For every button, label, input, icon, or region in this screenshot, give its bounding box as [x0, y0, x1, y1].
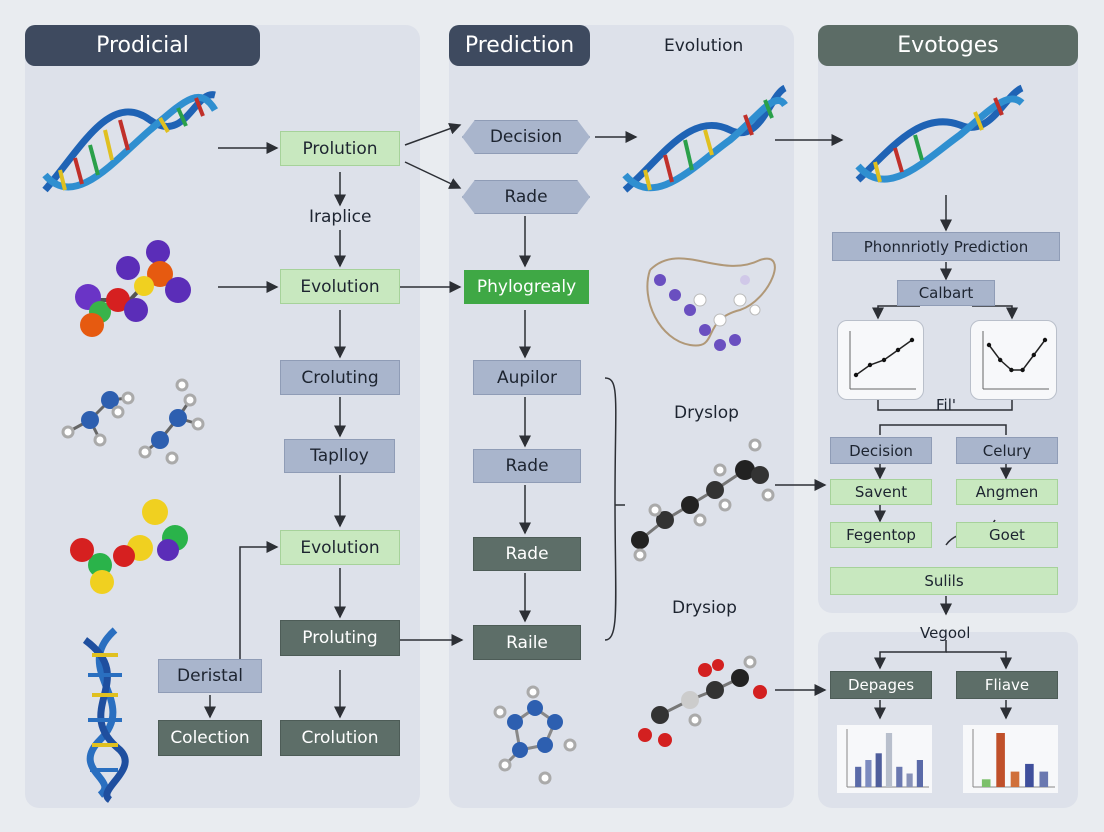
node-aupilor[interactable]: Aupilor [473, 360, 581, 395]
node-prediction-bar[interactable]: Phonnriotly Prediction [832, 232, 1060, 261]
node-decision-hex[interactable]: Decision [462, 120, 590, 154]
bar [996, 733, 1005, 787]
node-rade-1[interactable]: Rade [473, 449, 581, 483]
middle-side-label: Evolution [664, 36, 744, 56]
node-angmen[interactable]: Angmen [956, 479, 1058, 505]
node-savent[interactable]: Savent [830, 479, 932, 505]
ammonia-molecule-icon [61, 378, 205, 465]
node-decision-right[interactable]: Decision [830, 437, 932, 464]
bar [981, 779, 991, 787]
bar [885, 733, 893, 787]
node-rade-2[interactable]: Rade [473, 537, 581, 571]
node-evolution-2[interactable]: Evolution [280, 530, 400, 565]
node-evolution-1[interactable]: Evolution [280, 269, 400, 304]
bar [855, 766, 862, 788]
middle-dna-icon [622, 84, 788, 193]
left-column-title: Prodicial [25, 25, 260, 66]
line-point [909, 337, 915, 343]
node-goet[interactable]: Goet [956, 522, 1058, 548]
bar [865, 760, 872, 787]
dna-helix-icon [42, 91, 218, 193]
oxygen-molecule-icon [638, 655, 767, 747]
node-deristal[interactable]: Deristal [158, 659, 262, 693]
node-colection[interactable]: Colection [158, 720, 262, 756]
node-taplloy[interactable]: Taplloy [284, 439, 395, 473]
node-fegentop[interactable]: Fegentop [830, 522, 932, 548]
right-column-title: Evotoges [818, 25, 1078, 66]
protein-structure-icon [646, 257, 776, 351]
line-chart-2-series [988, 339, 1046, 371]
node-sulils[interactable]: Sulils [830, 567, 1058, 595]
bar [875, 753, 882, 788]
label-fil: Fil' [936, 396, 956, 414]
bar [916, 760, 923, 787]
node-proluting[interactable]: Proluting [280, 620, 400, 656]
mini-bar-chart-1 [837, 725, 932, 793]
label-drysiop: Drysiop [672, 598, 737, 618]
node-calbart[interactable]: Calbart [897, 280, 995, 306]
line-point [1009, 367, 1014, 373]
line-point [867, 362, 873, 368]
line-point [998, 357, 1003, 363]
connector-arrows [204, 122, 1018, 720]
line-point [1031, 352, 1036, 358]
bar [1010, 771, 1020, 787]
carbon-chain-icon [631, 438, 775, 562]
mini-line-chart-1 [837, 320, 924, 400]
label-vegool: Vegool [920, 624, 971, 642]
node-raile[interactable]: Raile [473, 625, 581, 660]
mini-line-chart-2 [970, 320, 1057, 400]
bar [1039, 771, 1049, 787]
line-chart-1-svg [849, 331, 916, 390]
node-depages[interactable]: Depages [830, 671, 932, 699]
label-dryslop: Dryslop [674, 403, 739, 423]
line-point [1042, 337, 1048, 343]
bar-chart-1-svg [846, 729, 929, 788]
line-chart-1-series [855, 339, 913, 376]
molecule-icon [75, 240, 191, 337]
node-croluting[interactable]: Croluting [280, 360, 400, 395]
node-fliave[interactable]: Fliave [956, 671, 1058, 699]
line-point [895, 347, 901, 353]
vertical-dna-icon [82, 627, 129, 803]
bar [906, 773, 913, 787]
node-phylogrealy[interactable]: Phylogrealy [464, 270, 589, 304]
bar [896, 766, 903, 788]
line-point [881, 357, 887, 363]
line-point [853, 372, 859, 378]
label-iraplice: Iraplice [309, 207, 372, 227]
node-celury[interactable]: Celury [956, 437, 1058, 464]
ring-molecule-icon [493, 685, 577, 785]
mini-bar-chart-2 [963, 725, 1058, 793]
line-point [1020, 367, 1025, 373]
right-dna-icon [855, 84, 1025, 183]
node-crolution[interactable]: Crolution [280, 720, 400, 756]
color-molecule-icon [70, 499, 188, 594]
node-prolution[interactable]: Prolution [280, 131, 400, 166]
line-chart-2-svg [982, 331, 1049, 390]
bar-chart-2-svg [972, 729, 1055, 788]
middle-column-title: Prediction [449, 25, 590, 66]
node-rade-hex[interactable]: Rade [462, 180, 590, 214]
bar [1025, 763, 1034, 787]
line-point [986, 342, 992, 348]
